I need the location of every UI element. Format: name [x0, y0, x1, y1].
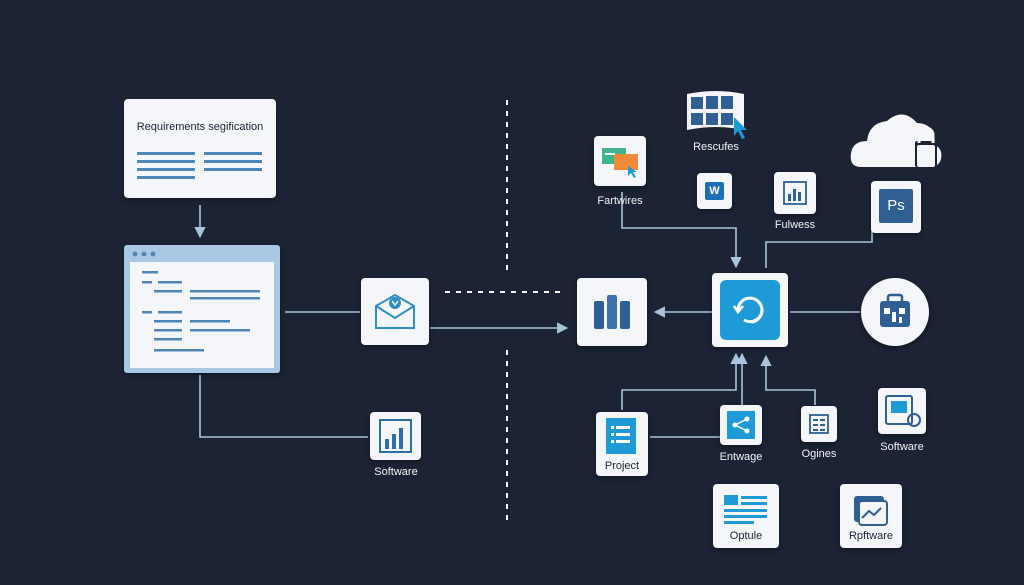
software-label-bottom: Software: [374, 466, 418, 478]
resources-label: Rescufes: [693, 141, 739, 153]
editor-window-icon: [130, 251, 274, 368]
sync-icon: [720, 280, 780, 340]
rpftware-label: Rpftware: [848, 530, 894, 542]
entwage-label: Entwage: [719, 451, 763, 463]
software-chart-node[interactable]: [370, 412, 421, 460]
requirements-spec-card: Requirements segification: [124, 99, 276, 198]
toolbox-node[interactable]: [861, 278, 929, 346]
device-gear-icon: [885, 395, 921, 427]
project-node[interactable]: Project: [596, 412, 648, 476]
fulwess-node[interactable]: [774, 172, 816, 214]
text-lines-icon: [137, 152, 262, 179]
grid-cursor-icon: [687, 91, 747, 139]
fulwess-label: Fulwess: [774, 219, 816, 231]
word-doc-node[interactable]: W: [697, 173, 732, 209]
calculator-icon: [809, 414, 829, 434]
word-doc-icon: W: [705, 182, 724, 200]
link-ogines-to-sync: [760, 354, 816, 405]
database-columns-icon: [594, 295, 630, 329]
link-editor-to-software: [199, 375, 368, 438]
optule-node[interactable]: Optule: [713, 484, 779, 548]
project-label: Project: [604, 460, 640, 472]
cloud-node[interactable]: [849, 101, 943, 173]
stacked-images-icon: [854, 496, 888, 526]
ogines-node[interactable]: [801, 406, 837, 442]
rpftware-node[interactable]: Rpftware: [840, 484, 902, 548]
document-icon: [606, 418, 636, 454]
toolbox-icon: [880, 293, 910, 327]
ps-doc-node[interactable]: Ps: [871, 181, 921, 233]
sync-hub-node[interactable]: [712, 273, 788, 347]
link-project-to-sync: [621, 352, 742, 410]
optule-label: Optule: [729, 530, 763, 542]
link-fartwires-to-sync: [621, 192, 742, 269]
form-icon: [724, 495, 767, 524]
fartwires-node[interactable]: [594, 136, 646, 186]
bar-chart-icon: [379, 419, 412, 453]
resources-node[interactable]: [684, 86, 754, 142]
entwage-node[interactable]: [720, 405, 762, 445]
mini-chart-icon: [783, 181, 807, 205]
cloud-lock-icon: [850, 114, 942, 167]
core-module-node[interactable]: [577, 278, 647, 346]
share-icon: [727, 411, 755, 439]
code-editor-window: [124, 245, 280, 373]
envelope-icon: [375, 293, 415, 329]
mail-node[interactable]: [361, 278, 429, 345]
ogines-label: Ogines: [801, 448, 837, 460]
requirements-title: Requirements segification: [136, 121, 264, 133]
layered-windows-icon: [602, 148, 638, 178]
software-label-right: Software: [880, 441, 924, 453]
ps-doc-icon: Ps: [879, 189, 913, 223]
fartwires-label: Fartwires: [597, 195, 643, 207]
software-right-node[interactable]: [878, 388, 926, 434]
